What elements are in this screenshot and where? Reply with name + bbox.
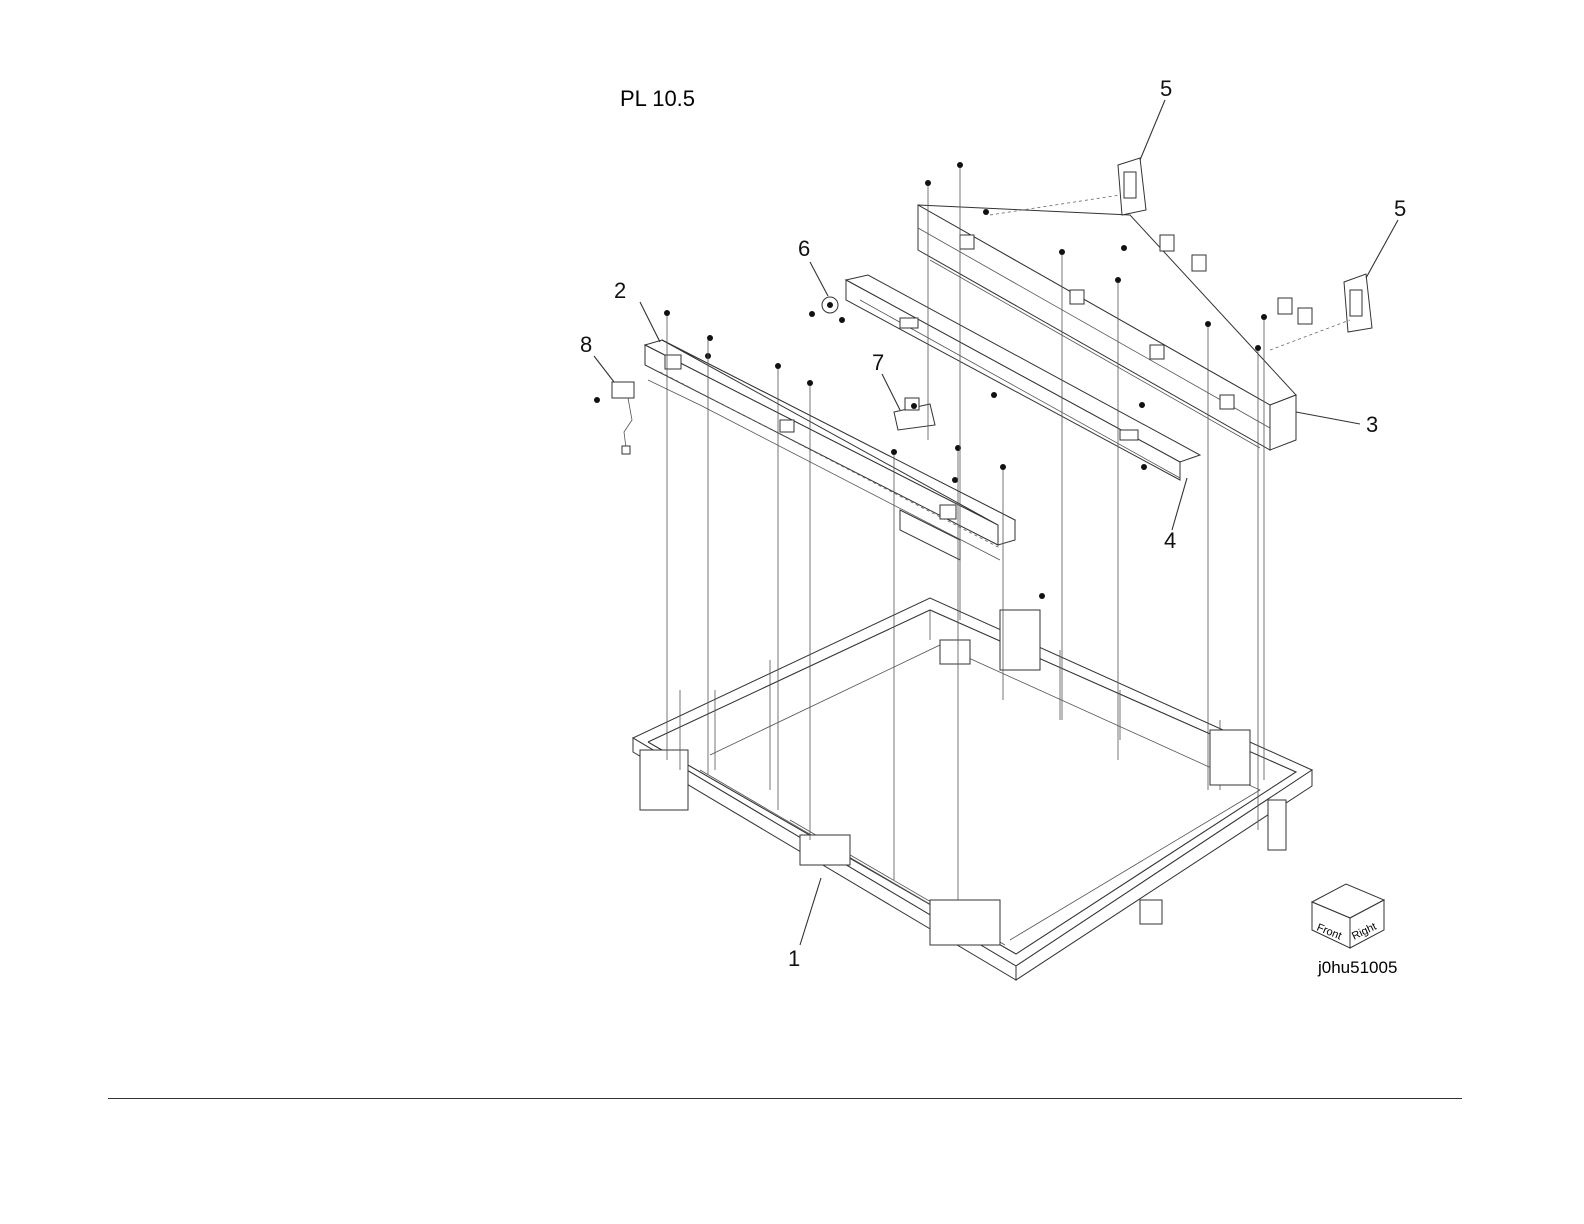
part-1-base-frame [633, 598, 1312, 980]
part-5-bracket-upper [1118, 158, 1146, 215]
callout-7: 7 [872, 350, 884, 375]
callout-2: 2 [614, 278, 626, 303]
callout-5-lower: 5 [1394, 196, 1406, 221]
callout-6: 6 [798, 236, 810, 261]
orientation-cube-icon: Front Right [1312, 884, 1384, 948]
callout-3: 3 [1366, 412, 1378, 437]
callout-5-upper: 5 [1160, 76, 1172, 101]
image-id: j0hu51005 [1318, 958, 1397, 978]
callout-8: 8 [580, 332, 592, 357]
callout-4: 4 [1164, 528, 1176, 553]
part-7-clip [894, 398, 935, 430]
part-5-bracket-lower [1344, 274, 1372, 332]
part-8-sensor [612, 382, 634, 454]
part-6-roller [822, 297, 838, 313]
callout-1: 1 [788, 946, 800, 971]
footer-divider [108, 1098, 1462, 1099]
